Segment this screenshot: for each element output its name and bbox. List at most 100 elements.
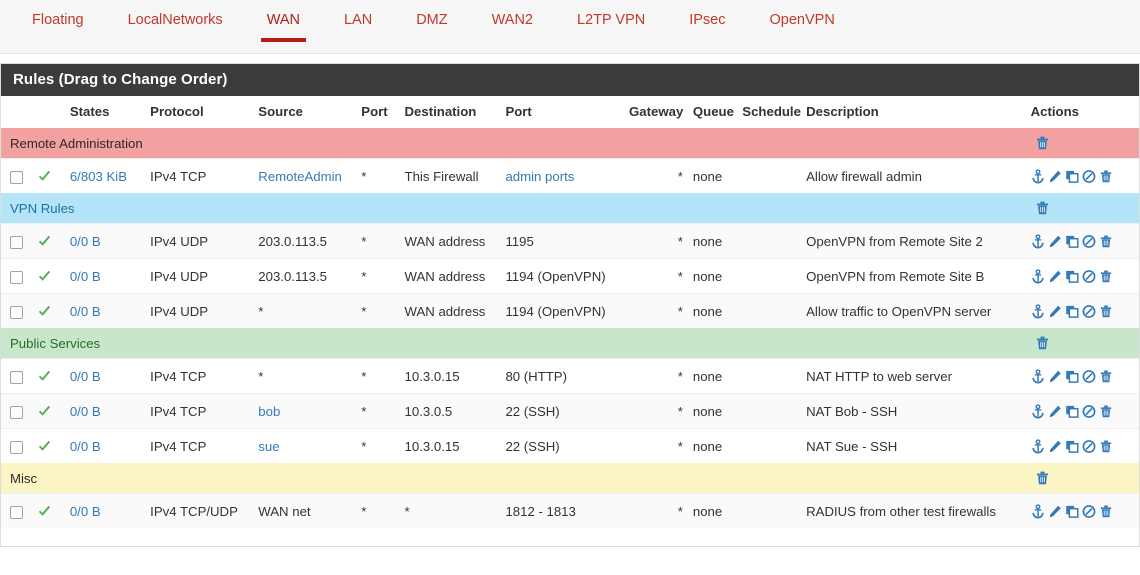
block-icon[interactable]: [1082, 169, 1096, 184]
block-icon[interactable]: [1082, 404, 1096, 419]
row-select-cell[interactable]: [1, 428, 32, 464]
states-cell[interactable]: 6/803 KiB: [64, 158, 146, 194]
trash-icon[interactable]: [1099, 269, 1113, 284]
green-check-icon[interactable]: [37, 169, 52, 184]
states-cell-link[interactable]: 0/0 B: [69, 403, 101, 419]
states-cell-link[interactable]: 0/0 B: [69, 268, 101, 284]
rule-action-cell[interactable]: [31, 258, 65, 294]
row-select-cell[interactable]: [1, 158, 32, 194]
tab-ipsec[interactable]: IPsec: [689, 12, 726, 28]
pencil-icon[interactable]: [1048, 439, 1062, 454]
checkbox-icon[interactable]: [10, 405, 23, 419]
rule-action-cell[interactable]: [31, 493, 65, 529]
green-check-icon[interactable]: [37, 504, 52, 519]
anchor-icon[interactable]: [1031, 168, 1045, 184]
tab-wan[interactable]: WAN: [245, 0, 322, 54]
anchor-icon[interactable]: [1031, 268, 1045, 284]
tab-floating[interactable]: Floating: [32, 12, 84, 28]
pencil-icon[interactable]: [1048, 304, 1062, 319]
trash-icon[interactable]: [1099, 369, 1113, 384]
row-select-cell[interactable]: [1, 493, 32, 529]
states-cell[interactable]: 0/0 B: [64, 293, 146, 329]
row-select-cell[interactable]: [1, 258, 32, 294]
rule-action-cell[interactable]: [31, 223, 65, 259]
trash-icon[interactable]: [1035, 135, 1134, 151]
checkbox-icon[interactable]: [10, 505, 23, 519]
trash-icon[interactable]: [1099, 504, 1113, 519]
source-cell[interactable]: RemoteAdmin: [253, 158, 357, 194]
checkbox-icon[interactable]: [10, 270, 23, 284]
copy-icon[interactable]: [1065, 269, 1079, 284]
anchor-icon[interactable]: [1031, 438, 1045, 454]
rule-action-cell[interactable]: [31, 393, 65, 429]
trash-icon[interactable]: [1099, 404, 1113, 419]
pencil-icon[interactable]: [1048, 369, 1062, 384]
anchor-icon[interactable]: [1031, 503, 1045, 519]
source-cell-link[interactable]: sue: [258, 438, 280, 454]
trash-icon[interactable]: [1099, 169, 1113, 184]
row-select-cell[interactable]: [1, 293, 32, 329]
tab-dmz[interactable]: DMZ: [416, 12, 448, 28]
copy-icon[interactable]: [1065, 234, 1079, 249]
states-cell[interactable]: 0/0 B: [64, 493, 146, 529]
anchor-icon[interactable]: [1031, 368, 1045, 384]
states-cell-link[interactable]: 0/0 B: [69, 503, 101, 519]
anchor-icon[interactable]: [1031, 303, 1045, 319]
block-icon[interactable]: [1082, 369, 1096, 384]
green-check-icon[interactable]: [37, 269, 52, 284]
states-cell-link[interactable]: 6/803 KiB: [69, 168, 128, 184]
trash-icon[interactable]: [1035, 335, 1134, 351]
block-icon[interactable]: [1082, 234, 1096, 249]
source-cell[interactable]: bob: [253, 393, 357, 429]
states-cell[interactable]: 0/0 B: [64, 393, 146, 429]
checkbox-icon[interactable]: [10, 305, 23, 319]
pencil-icon[interactable]: [1048, 169, 1062, 184]
block-icon[interactable]: [1082, 439, 1096, 454]
green-check-icon[interactable]: [37, 439, 52, 454]
source-cell-link[interactable]: bob: [258, 403, 281, 419]
copy-icon[interactable]: [1065, 504, 1079, 519]
states-cell[interactable]: 0/0 B: [64, 223, 146, 259]
states-cell[interactable]: 0/0 B: [64, 428, 146, 464]
tab-localnetworks[interactable]: LocalNetworks: [127, 12, 223, 28]
trash-icon[interactable]: [1099, 439, 1113, 454]
trash-icon[interactable]: [1099, 234, 1113, 249]
tab-openvpn[interactable]: OpenVPN: [769, 12, 835, 28]
trash-icon[interactable]: [1035, 470, 1134, 486]
checkbox-icon[interactable]: [10, 170, 23, 184]
block-icon[interactable]: [1082, 269, 1096, 284]
states-cell-link[interactable]: 0/0 B: [69, 368, 101, 384]
source-cell-link[interactable]: RemoteAdmin: [258, 168, 342, 184]
row-select-cell[interactable]: [1, 223, 32, 259]
pencil-icon[interactable]: [1048, 234, 1062, 249]
green-check-icon[interactable]: [37, 234, 52, 249]
tab-lan[interactable]: LAN: [343, 12, 373, 28]
copy-icon[interactable]: [1065, 304, 1079, 319]
copy-icon[interactable]: [1065, 369, 1079, 384]
row-select-cell[interactable]: [1, 358, 32, 394]
dest-port-cell[interactable]: admin ports: [500, 158, 625, 194]
green-check-icon[interactable]: [37, 304, 52, 319]
tab-l2tp-vpn[interactable]: L2TP VPN: [576, 12, 646, 28]
states-cell-link[interactable]: 0/0 B: [69, 303, 101, 319]
anchor-icon[interactable]: [1031, 403, 1045, 419]
copy-icon[interactable]: [1065, 404, 1079, 419]
states-cell-link[interactable]: 0/0 B: [69, 233, 101, 249]
checkbox-icon[interactable]: [10, 370, 23, 384]
trash-icon[interactable]: [1099, 304, 1113, 319]
checkbox-icon[interactable]: [10, 235, 23, 249]
copy-icon[interactable]: [1065, 439, 1079, 454]
pencil-icon[interactable]: [1048, 504, 1062, 519]
trash-icon[interactable]: [1035, 200, 1134, 216]
rule-action-cell[interactable]: [31, 428, 65, 464]
copy-icon[interactable]: [1065, 169, 1079, 184]
block-icon[interactable]: [1082, 504, 1096, 519]
row-select-cell[interactable]: [1, 393, 32, 429]
checkbox-icon[interactable]: [10, 440, 23, 454]
